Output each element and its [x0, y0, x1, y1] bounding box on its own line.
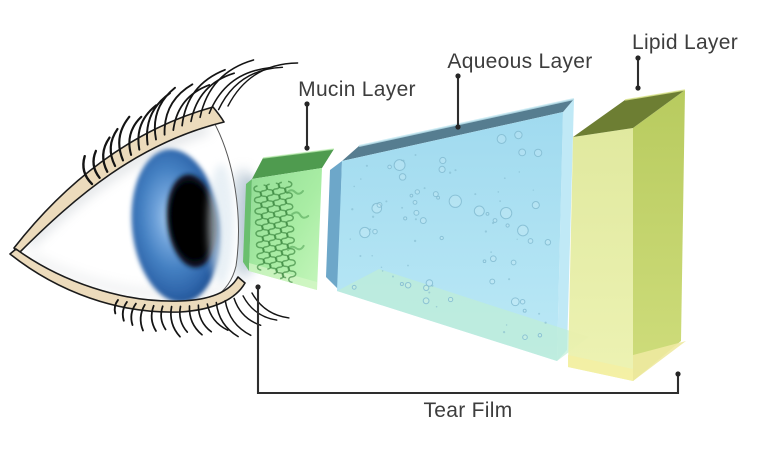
mucin-pointer	[304, 101, 310, 151]
annotations: Mucin Layer Aqueous Layer Lipid Layer Te…	[255, 31, 738, 422]
aqueous-layer-label: Aqueous Layer	[447, 50, 592, 73]
eye-illustration	[9, 59, 299, 338]
mucin-layer-block	[243, 148, 335, 290]
tear-film-bracket	[255, 284, 681, 395]
mucin-coils	[253, 180, 297, 284]
tear-film-label: Tear Film	[423, 399, 512, 422]
aqueous-pointer	[455, 73, 461, 130]
lipid-top-face	[573, 90, 685, 137]
lipid-layer-block	[568, 89, 686, 381]
corneal-haze	[208, 164, 234, 284]
lipid-front-face	[568, 128, 633, 381]
lipid-bottom-glow-side	[633, 341, 686, 381]
mucin-top-face	[252, 149, 334, 179]
aqueous-left-face	[326, 161, 342, 289]
lower-eyelashes	[113, 292, 290, 338]
aqueous-bottom-face	[337, 269, 589, 361]
lower-eyelid	[9, 248, 246, 313]
aqueous-specks	[349, 154, 547, 334]
aqueous-bubbles	[351, 130, 552, 341]
aqueous-top-face	[342, 99, 574, 161]
mucin-squiggles	[286, 189, 310, 252]
lipid-bottom-glow-front	[568, 355, 633, 381]
lipid-pointer	[635, 55, 641, 91]
pupil	[166, 174, 218, 268]
lipid-right-face	[633, 90, 685, 381]
mucin-layer-label: Mucin Layer	[298, 78, 416, 101]
aqueous-layer-block	[326, 98, 589, 361]
aqueous-right-edge	[557, 99, 574, 361]
lipid-layer-label: Lipid Layer	[632, 31, 738, 54]
upper-eyelashes	[82, 59, 299, 186]
upper-eyelid	[13, 106, 225, 254]
